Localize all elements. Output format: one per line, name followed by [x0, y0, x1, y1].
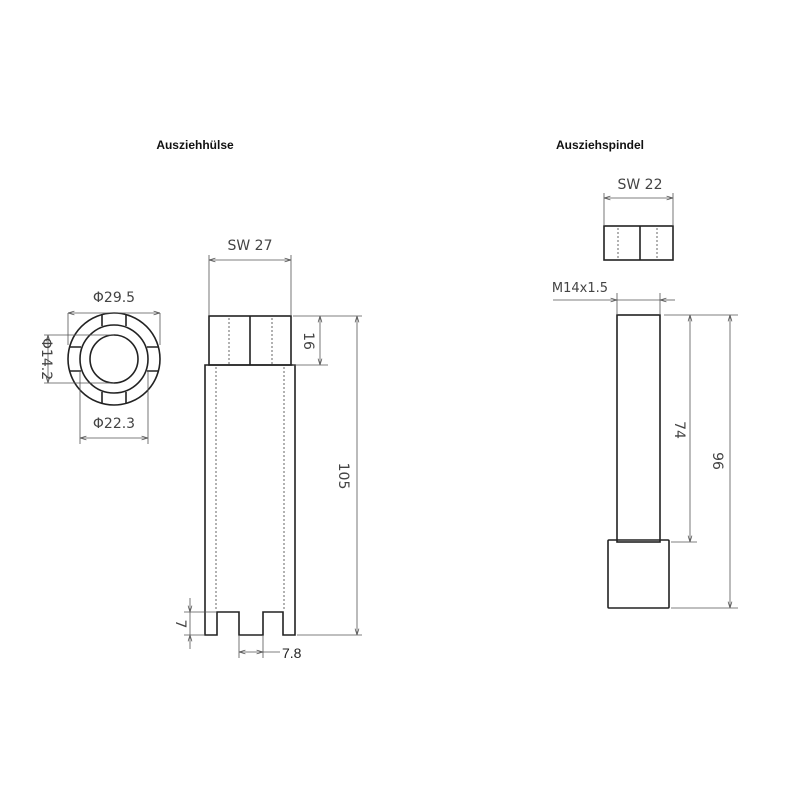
spindle-views: SW 22 M14x1.5 74 96	[552, 177, 738, 609]
dim-notch-depth: 7	[172, 620, 188, 629]
dim-sleeve-wrench-size: SW 27	[228, 238, 273, 254]
dim-spindle-length: 96	[709, 452, 725, 470]
dim-inner-diameter: Φ14.2	[38, 338, 54, 380]
title-ausziehspindel: Ausziehspindel	[556, 138, 644, 152]
dim-sleeve-length: 105	[335, 463, 351, 490]
dim-spindle-wrench-size: SW 22	[618, 177, 663, 193]
dim-notch-width: 7.8	[282, 645, 302, 661]
dim-outer-diameter: Φ29.5	[93, 290, 135, 306]
sleeve-end-view: Φ29.5 Φ14.2 Φ22.3	[38, 290, 161, 444]
title-ausziehhuelse: Ausziehhülse	[156, 138, 234, 152]
sleeve-side-view: SW 27 16 105 7 7.8	[172, 238, 362, 661]
dim-mid-diameter: Φ22.3	[93, 416, 135, 432]
dim-thread-length: 74	[671, 421, 687, 439]
dim-thread: M14x1.5	[552, 281, 608, 296]
dim-hex-height: 16	[300, 332, 316, 350]
